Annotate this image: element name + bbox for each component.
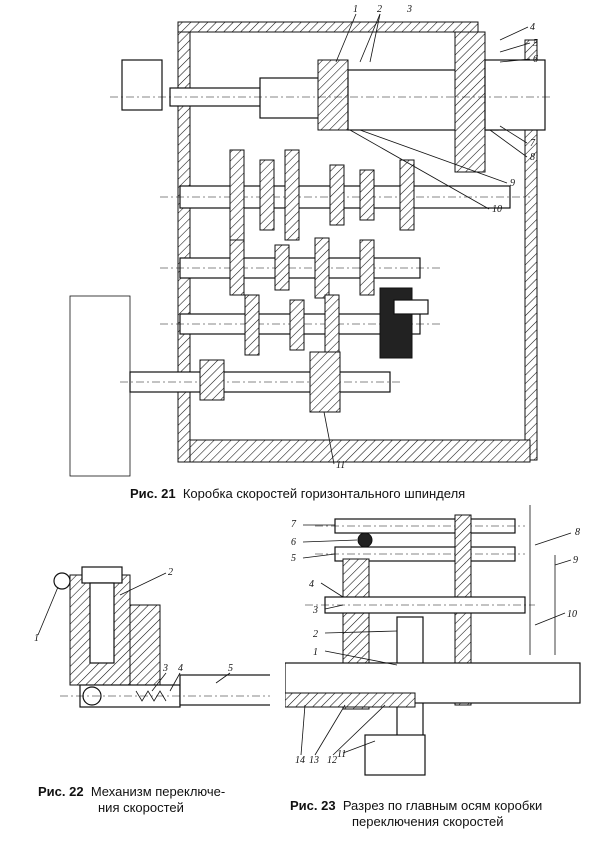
fig21-callout-7: 7 xyxy=(530,138,536,149)
fig21-callout-11: 11 xyxy=(336,460,345,471)
figure-21-caption: Рис. 21 Коробка скоростей горизонтальног… xyxy=(130,486,550,502)
fig22-callout-2: 2 xyxy=(168,567,173,578)
fig23-callout-5: 5 xyxy=(291,553,296,564)
fig22-callout-5: 5 xyxy=(228,663,233,674)
fig22-callout-4: 4 xyxy=(178,663,183,674)
fig21-callout-9: 9 xyxy=(510,178,515,189)
fig22-callout-1: 1 xyxy=(34,633,39,644)
fig23-callout-10: 10 xyxy=(567,609,577,620)
fig21-callout-5: 5 xyxy=(533,38,538,49)
fig23-callout-12: 12 xyxy=(327,755,337,766)
fig23-callout-1: 1 xyxy=(313,647,318,658)
fig21-callout-3: 3 xyxy=(406,4,412,15)
fig23-callout-11: 11 xyxy=(337,749,346,760)
figure-22-title-line-2: ния скоростей xyxy=(98,800,184,815)
fig23-callout-14: 14 xyxy=(295,755,305,766)
fig21-callout-10: 10 xyxy=(492,204,502,215)
figure-22-title-line-1: Механизм переключе- xyxy=(90,784,226,799)
fig21-callout-6: 6 xyxy=(533,54,538,65)
figure-21-title: Коробка скоростей горизонтального шпинде… xyxy=(182,486,466,501)
fig21-callout-8: 8 xyxy=(530,152,535,163)
fig23-callout-2: 2 xyxy=(313,629,318,640)
fig23-callout-7: 7 xyxy=(291,519,297,530)
fig23-callout-4: 4 xyxy=(309,579,314,590)
figure-22-drawing: 1 2 3 4 5 xyxy=(20,555,270,745)
fig23-callout-9: 9 xyxy=(573,555,578,566)
fig23-callout-3: 3 xyxy=(312,605,318,616)
fig23-callout-6: 6 xyxy=(291,537,296,548)
fig21-callout-1: 1 xyxy=(353,4,358,15)
fig21-callout-2: 2 xyxy=(377,4,382,15)
fig22-callout-3: 3 xyxy=(162,663,168,674)
figure-23-title-line-1: Разрез по главным осям коробки xyxy=(342,798,543,813)
figure-23-label: Рис. 23 xyxy=(290,798,336,813)
figure-21-label: Рис. 21 xyxy=(130,486,176,501)
figure-23-title-line-2: переключения скоростей xyxy=(352,814,504,829)
figure-22-caption: Рис. 22 Механизм переключе- ния скоросте… xyxy=(38,784,268,816)
figure-23-drawing: 7 6 5 4 3 2 1 8 9 10 11 12 13 14 xyxy=(285,505,590,795)
figure-22-label: Рис. 22 xyxy=(38,784,84,799)
fig23-callout-13: 13 xyxy=(309,755,319,766)
figure-23-caption: Рис. 23 Разрез по главным осям коробки п… xyxy=(290,798,595,830)
fig23-callout-8: 8 xyxy=(575,527,580,538)
fig21-callout-4: 4 xyxy=(530,22,535,33)
figure-21-drawing: 1 2 3 4 5 6 7 8 9 10 11 xyxy=(60,0,550,482)
